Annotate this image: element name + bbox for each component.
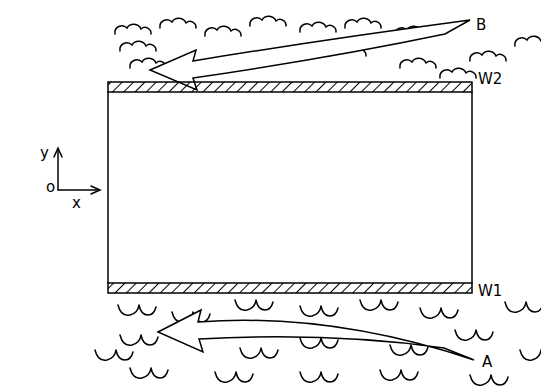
wave-stroke xyxy=(470,375,508,385)
cloud-stroke xyxy=(440,68,476,78)
y-axis xyxy=(57,150,59,190)
flow-arrow-a xyxy=(158,310,474,360)
x-axis-head xyxy=(91,186,100,194)
wave-strokes xyxy=(95,300,541,385)
wave-stroke xyxy=(420,308,458,318)
wave-stroke xyxy=(300,338,338,348)
cloud-stroke xyxy=(470,51,506,61)
wall-label: W2 xyxy=(478,72,502,87)
cloud-stroke xyxy=(345,18,381,28)
flow-arrow-b xyxy=(150,20,470,90)
cloud-stroke xyxy=(300,22,336,32)
cloud-stroke xyxy=(250,16,286,26)
cloud-stroke xyxy=(160,18,196,28)
cloud-stroke xyxy=(400,58,436,68)
wall-w2 xyxy=(108,82,472,92)
channel-edge xyxy=(107,92,109,283)
origin-label: o xyxy=(46,180,55,195)
cloud-stroke xyxy=(115,24,151,34)
channel-edge xyxy=(471,92,473,283)
axis-label: x xyxy=(72,196,81,211)
wave-stroke xyxy=(130,368,168,378)
wave-stroke xyxy=(380,370,418,380)
flow-label: A xyxy=(482,355,492,370)
cloud-stroke xyxy=(120,41,156,51)
wave-stroke xyxy=(118,305,156,315)
wave-stroke xyxy=(360,300,398,310)
wave-stroke xyxy=(95,350,133,360)
wave-stroke xyxy=(120,335,158,345)
wave-stroke xyxy=(390,345,428,355)
wave-stroke xyxy=(520,350,541,360)
wall-w1 xyxy=(108,283,472,293)
wave-stroke xyxy=(455,330,493,340)
y-axis-head xyxy=(54,148,62,157)
wave-stroke xyxy=(215,372,253,382)
wave-stroke xyxy=(300,306,338,316)
axis-label: y xyxy=(40,146,49,161)
flow-label: B xyxy=(476,18,486,33)
wave-stroke xyxy=(240,348,278,358)
wall-label: W1 xyxy=(478,284,502,299)
x-axis xyxy=(58,189,98,191)
wave-stroke xyxy=(300,372,338,382)
wave-stroke xyxy=(505,302,541,312)
cloud-stroke xyxy=(205,26,241,36)
cloud-stroke xyxy=(515,36,541,46)
wave-stroke xyxy=(235,300,273,310)
